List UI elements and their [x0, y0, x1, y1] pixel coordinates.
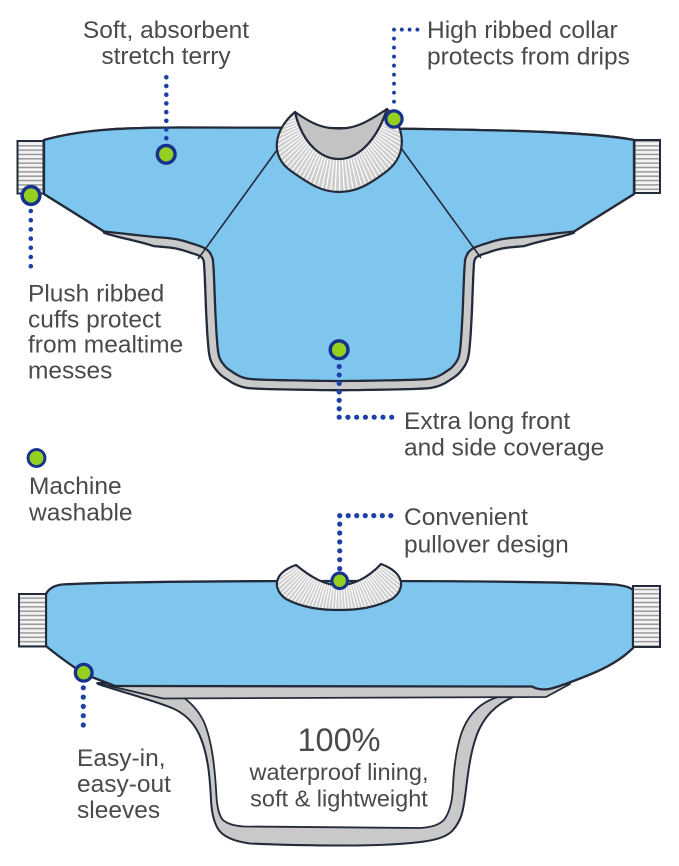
svg-text:Extra long front: Extra long front: [404, 408, 570, 435]
svg-text:Soft, absorbent: Soft, absorbent: [83, 17, 249, 44]
svg-text:washable: washable: [28, 500, 133, 527]
svg-text:pullover design: pullover design: [404, 532, 569, 559]
svg-text:from mealtime: from mealtime: [28, 332, 183, 359]
svg-text:Easy-in,: Easy-in,: [77, 745, 166, 772]
svg-text:sleeves: sleeves: [77, 797, 160, 824]
svg-text:and side coverage: and side coverage: [404, 435, 604, 462]
svg-text:messes: messes: [28, 358, 112, 385]
svg-text:100%: 100%: [297, 722, 380, 758]
svg-text:Machine: Machine: [29, 473, 122, 500]
svg-text:waterproof lining,: waterproof lining,: [249, 759, 429, 785]
svg-text:soft & lightweight: soft & lightweight: [250, 786, 428, 812]
svg-text:easy-out: easy-out: [77, 771, 171, 798]
svg-text:protects from drips: protects from drips: [427, 44, 630, 71]
svg-text:Plush ribbed: Plush ribbed: [28, 281, 164, 308]
svg-text:cuffs protect: cuffs protect: [28, 307, 161, 334]
svg-text:Convenient: Convenient: [404, 504, 528, 531]
svg-text:stretch terry: stretch terry: [101, 43, 231, 70]
svg-text:High ribbed collar: High ribbed collar: [427, 17, 618, 44]
